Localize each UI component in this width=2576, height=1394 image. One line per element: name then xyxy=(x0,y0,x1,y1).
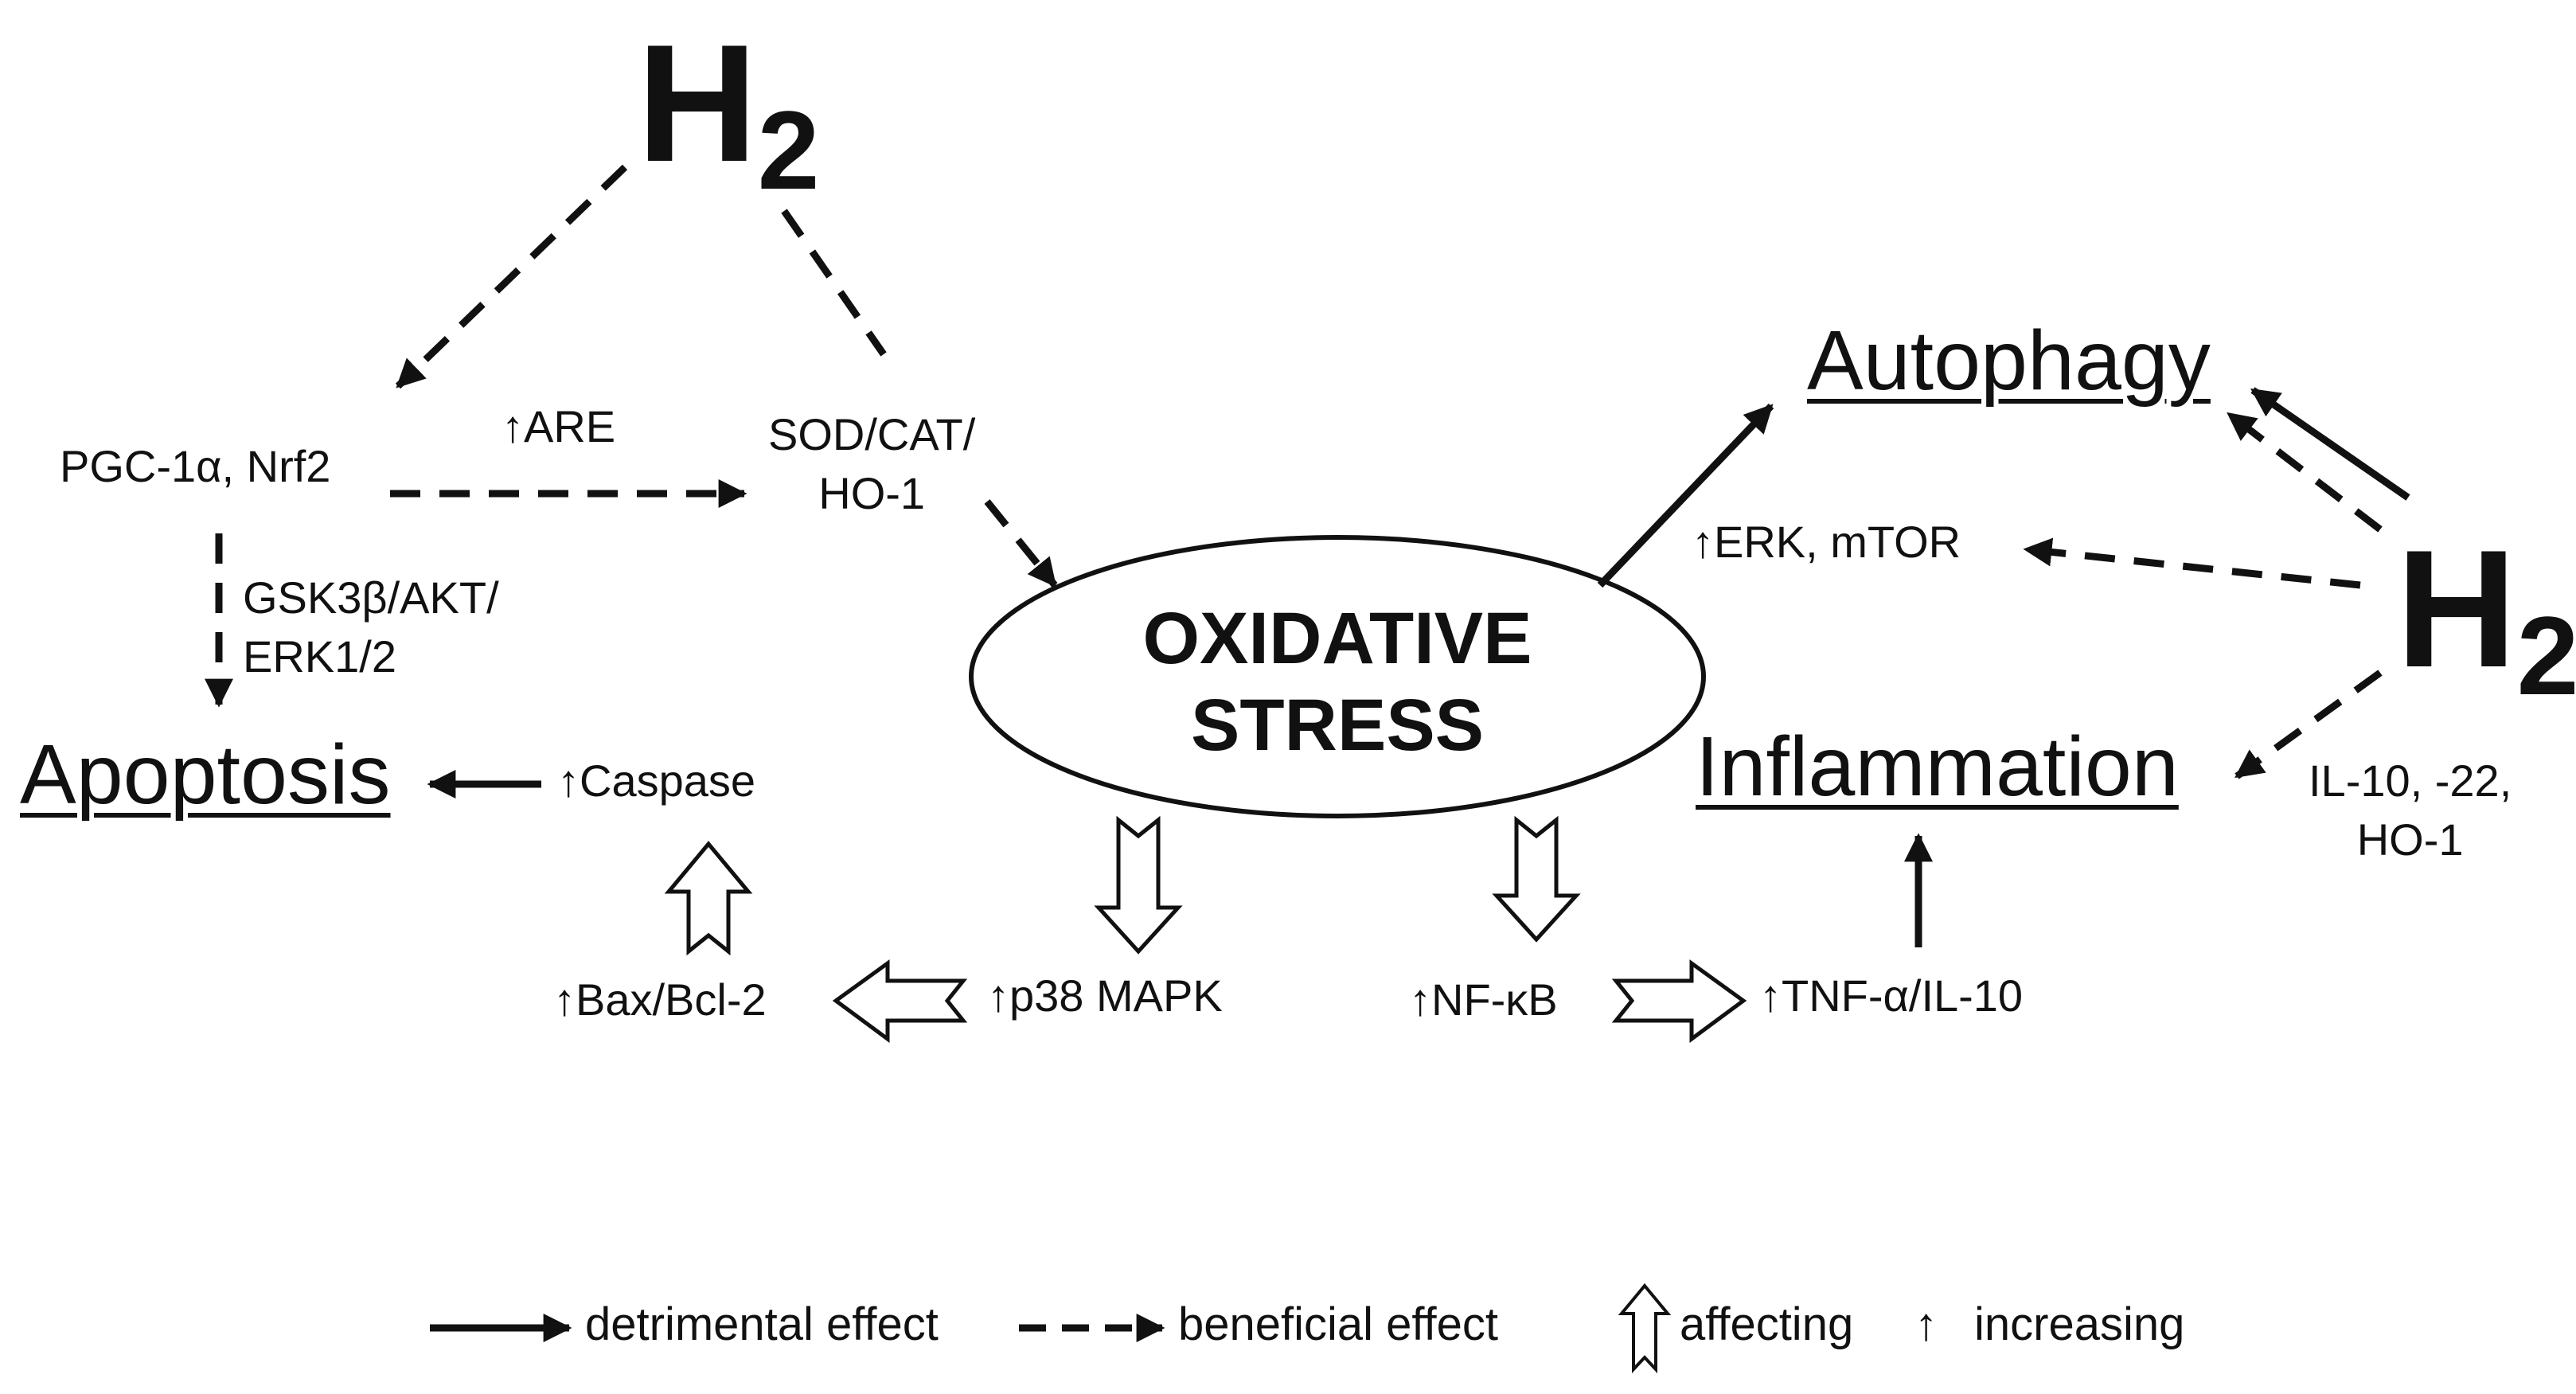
arrow-h2-to-erk xyxy=(2023,537,2361,589)
legend-detrimental-label: detrimental effect xyxy=(585,1298,939,1350)
nfkb-label: ↑NF-κB xyxy=(1409,974,1558,1025)
bax-bcl2-label: ↑Bax/Bcl-2 xyxy=(553,974,767,1025)
tnf-il10-label: ↑TNF-α/IL-10 xyxy=(1759,970,2024,1021)
hollow-arrow-p38-to-bax xyxy=(832,959,968,1043)
hollow-arrow-oxidative-to-nfkb xyxy=(1492,815,1581,943)
caspase-label: ↑Caspase xyxy=(557,756,756,806)
inflammation-label: Inflammation xyxy=(1696,720,2179,814)
line-h2-to-sod xyxy=(781,209,887,357)
legend-up-arrow-icon: ↑ xyxy=(1914,1298,1938,1350)
arrow-oxidative-to-autophagy xyxy=(1597,403,1774,588)
legend-hollow-arrow xyxy=(1618,1283,1672,1374)
legend-beneficial-label: beneficial effect xyxy=(1178,1298,1498,1350)
sod-cat-label: SOD/CAT/ HO-1 xyxy=(768,409,976,518)
oxidative-stress-oval xyxy=(969,535,1706,818)
are-label: ↑ARE xyxy=(502,401,616,451)
arrow-h2-to-autophagy-dashed xyxy=(2227,411,2383,533)
p38-mapk-label: ↑p38 MAPK xyxy=(987,970,1223,1021)
gsk3b-akt-label: GSK3β/AKT/ ERK1/2 xyxy=(243,572,499,681)
autophagy-label: Autophagy xyxy=(1807,314,2211,408)
legend-increasing-label: increasing xyxy=(1974,1298,2185,1350)
arrow-h2-to-autophagy-solid xyxy=(2250,387,2410,501)
erk-mtor-label: ↑ERK, mTOR xyxy=(1692,517,1961,567)
hollow-arrow-nfkb-to-tnf xyxy=(1611,959,1747,1043)
arrow-h2-to-pgc xyxy=(395,164,628,389)
arrow-sod-to-oxidative xyxy=(984,499,1058,588)
legend-affecting-label: affecting xyxy=(1680,1298,1854,1350)
oxidative-stress-label: OXIDATIVE STRESS xyxy=(1142,598,1532,766)
h2-left-label: H2 xyxy=(637,10,820,213)
h2-right-label: H2 xyxy=(2396,515,2576,718)
hollow-arrow-oxidative-to-p38 xyxy=(1094,815,1183,955)
hollow-arrow-bax-to-caspase xyxy=(664,841,753,956)
apoptosis-label: Apoptosis xyxy=(20,728,391,822)
il10-il22-label: IL-10, -22, HO-1 xyxy=(2309,756,2512,865)
pgc-nrf2-label: PGC-1α, Nrf2 xyxy=(60,441,331,491)
arrow-h2-to-inflammation xyxy=(2234,670,2383,779)
